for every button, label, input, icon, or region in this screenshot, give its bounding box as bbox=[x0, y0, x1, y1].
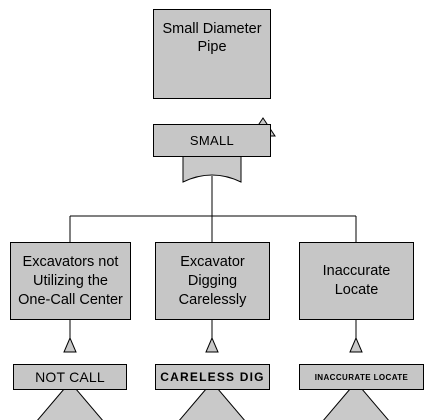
right-transfer-triangle-icon bbox=[323, 381, 389, 420]
gate-label-box: SMALL bbox=[153, 124, 271, 157]
tag-box-careless-dig: CARELESS DIG bbox=[155, 364, 270, 390]
tag-label: CARELESS DIG bbox=[160, 370, 265, 384]
middle-small-triangle-icon bbox=[205, 336, 219, 353]
event-label: Inaccurate Locate bbox=[322, 263, 391, 298]
tag-box-not-call: NOT CALL bbox=[13, 364, 127, 390]
left-transfer-triangle-icon bbox=[37, 381, 103, 420]
event-box-inaccurate-locate: Inaccurate Locate bbox=[299, 242, 414, 320]
gate-label: SMALL bbox=[189, 133, 235, 148]
event-label: Excavator Digging Carelessly bbox=[178, 253, 247, 308]
event-box-not-call: Excavators not Utilizing the One-Call Ce… bbox=[10, 242, 131, 320]
top-event-label: Small Diameter Pipe bbox=[162, 21, 262, 55]
event-box-careless-dig: Excavator Digging Carelessly bbox=[155, 242, 270, 320]
event-label: Excavators not Utilizing the One-Call Ce… bbox=[18, 253, 123, 308]
right-small-triangle-icon bbox=[349, 336, 363, 353]
tag-box-inaccurate-locate: INACCURATE LOCATE bbox=[299, 364, 424, 390]
tag-label: INACCURATE LOCATE bbox=[314, 372, 409, 382]
left-small-triangle-icon bbox=[63, 336, 77, 353]
tag-label: NOT CALL bbox=[35, 369, 105, 385]
middle-transfer-triangle-icon bbox=[179, 381, 245, 420]
top-event-box: Small Diameter Pipe bbox=[153, 9, 271, 99]
